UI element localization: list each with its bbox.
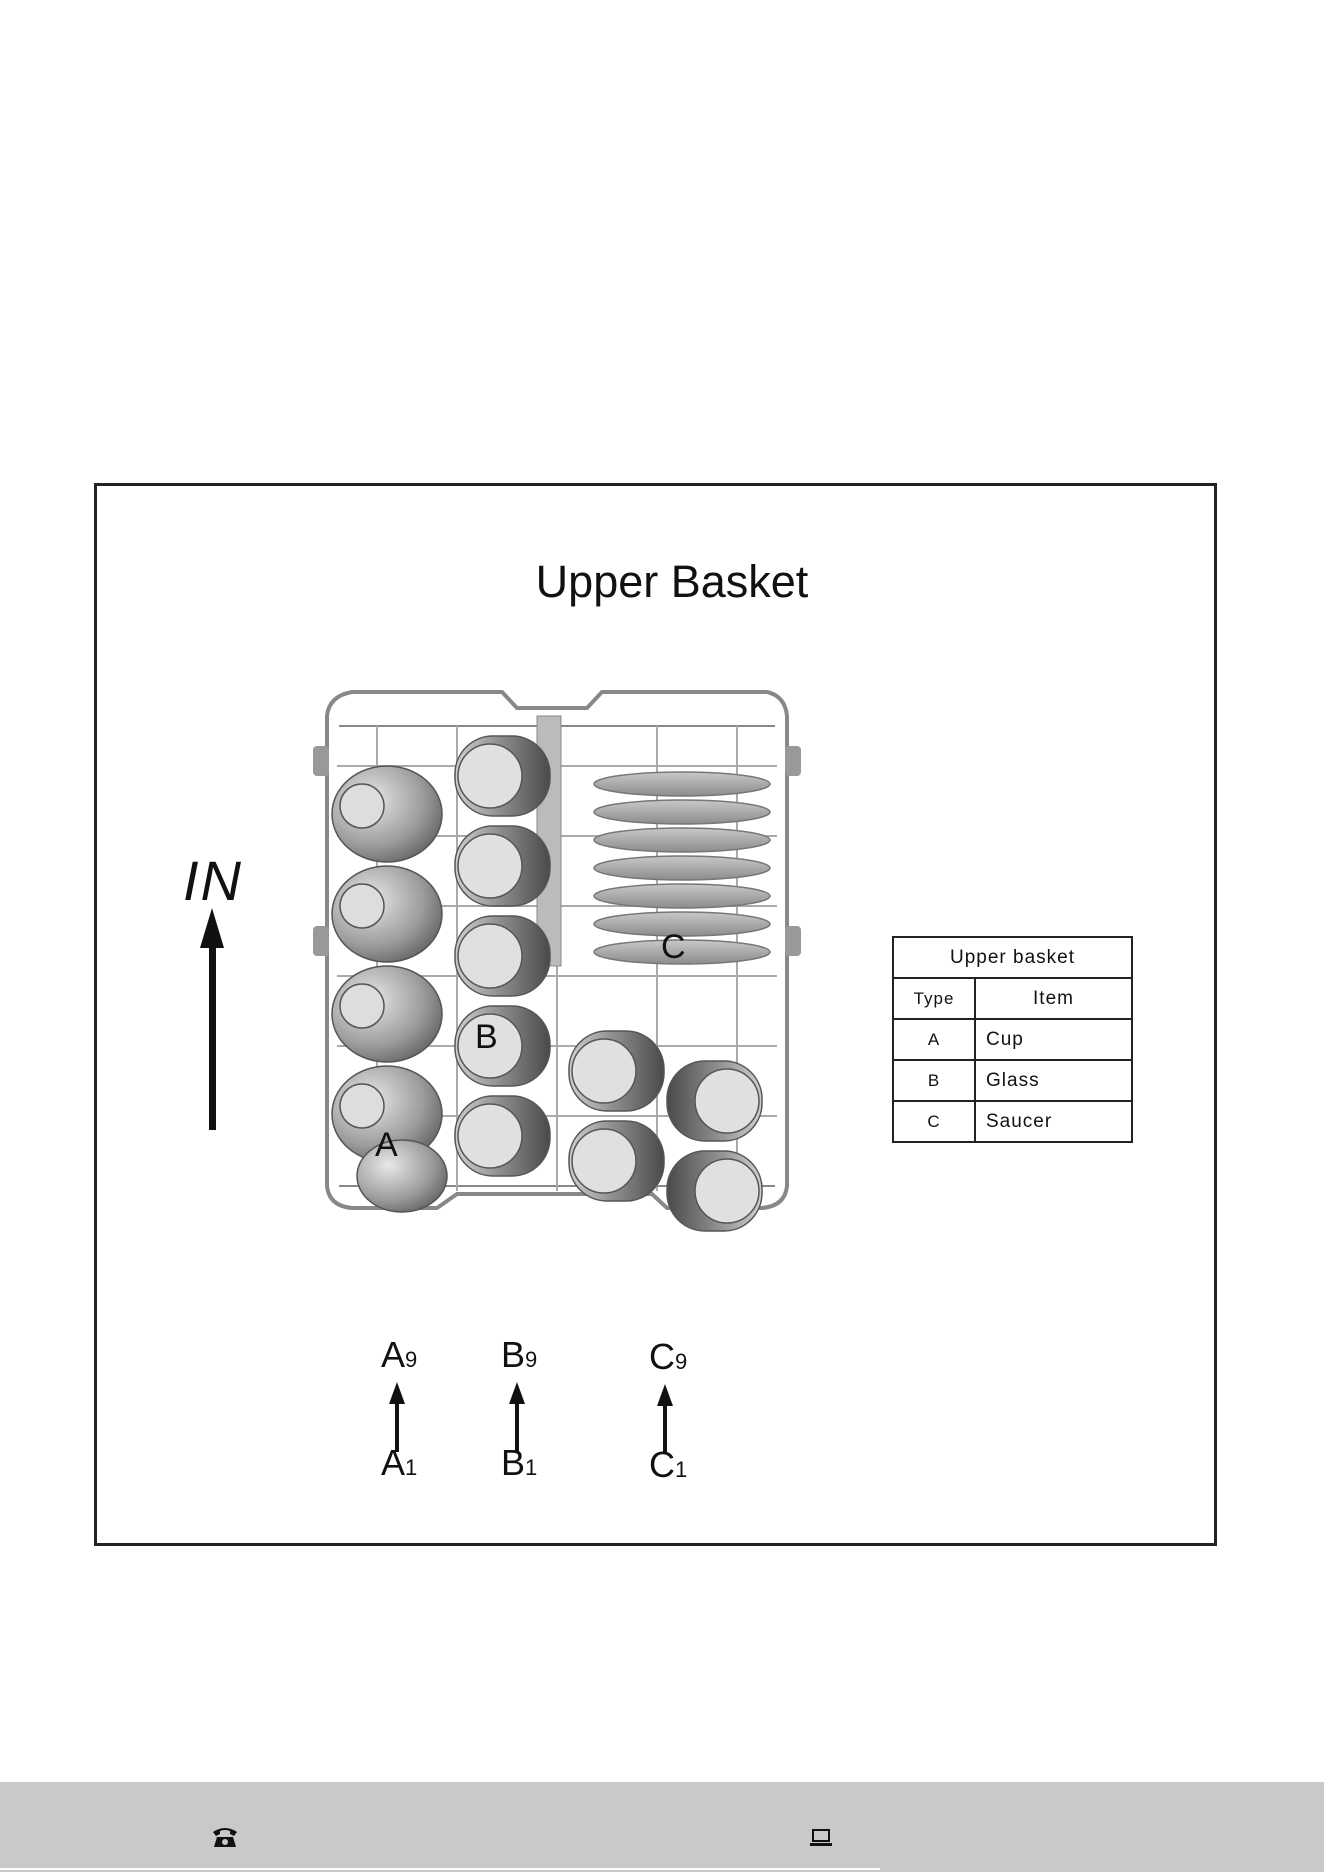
footer-bar <box>0 1782 1324 1872</box>
sequence-end-label: C9 <box>649 1336 687 1378</box>
legend-col-type: Type <box>893 978 975 1019</box>
footer-divider <box>0 1868 880 1870</box>
sequence-start-label: B1 <box>501 1442 537 1484</box>
legend-row: B Glass <box>893 1060 1132 1101</box>
direction-label: IN <box>183 848 243 913</box>
legend-type: A <box>893 1019 975 1060</box>
legend-table: Upper basket Type Item A Cup B Glass C S… <box>892 936 1133 1143</box>
sequence-start-label: A1 <box>381 1442 417 1484</box>
legend-type: C <box>893 1101 975 1142</box>
sequence-start-label: C1 <box>649 1444 687 1486</box>
legend-item: Glass <box>975 1060 1132 1101</box>
sequence-end-label: B9 <box>501 1334 537 1376</box>
legend-row: A Cup <box>893 1019 1132 1060</box>
legend-type: B <box>893 1060 975 1101</box>
legend-col-item: Item <box>975 978 1132 1019</box>
laptop-icon <box>810 1829 832 1847</box>
legend-row: C Saucer <box>893 1101 1132 1142</box>
basket-label-a: A <box>375 1126 398 1164</box>
basket-illustration: A B C <box>307 686 897 1326</box>
legend-item: Cup <box>975 1019 1132 1060</box>
direction-arrow <box>192 908 232 1130</box>
legend-item: Saucer <box>975 1101 1132 1142</box>
legend-header: Upper basket <box>893 937 1132 978</box>
sequence-end-label: A9 <box>381 1334 417 1376</box>
phone-icon <box>212 1826 238 1848</box>
basket-label-b: B <box>475 1018 498 1056</box>
basket-label-c: C <box>661 928 686 966</box>
diagram-frame: Upper Basket IN <box>94 483 1217 1546</box>
diagram-title: Upper Basket <box>387 556 957 608</box>
